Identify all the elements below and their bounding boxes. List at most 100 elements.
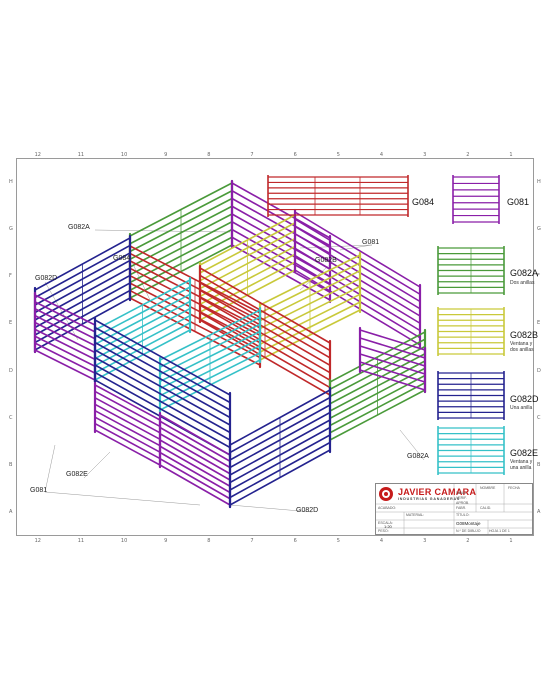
catalog-code-g082b: G082B — [510, 330, 539, 340]
pen-panel-g081-right-rail — [294, 240, 421, 317]
pen-panel-g082d-front-left-rail — [94, 334, 231, 411]
pen-panel-g081-right-rail — [294, 254, 421, 332]
tb-header-verified: VERIF. — [456, 496, 467, 500]
ruler-column-10-bottom: 10 — [120, 538, 128, 544]
ruler-row-B-left: B — [9, 462, 13, 469]
company-name: JAVIER CAMARA — [398, 487, 477, 497]
pen-panel-g081-right-rail — [294, 211, 421, 288]
leader-line — [44, 444, 56, 493]
pen-panel-g081-left-rail — [34, 301, 96, 333]
pen-panel-g081-front-right-rail — [159, 414, 231, 456]
pen-panel-g081-left-rail — [34, 321, 96, 354]
pen-panel-g081-front-right-rail — [159, 451, 231, 494]
pen-panel-g081-front-right-rail — [159, 420, 231, 463]
pen-panel-g082d-front-left-rail — [94, 341, 231, 419]
title-block-grid — [376, 484, 532, 534]
tb-header-approved: APROB. — [456, 501, 470, 505]
drawing-scale: 1:20 — [384, 524, 392, 529]
pen-panel-g081-right-front-rail — [359, 337, 426, 359]
ruler-column-5-top: 5 — [336, 152, 340, 158]
ruler-column-12-bottom: 12 — [34, 538, 41, 544]
callout-g081-top: G081 — [362, 239, 380, 246]
callout-g082e: G082E — [66, 471, 88, 478]
pen-panel-g081-front-right-rail — [159, 426, 231, 469]
ruler-row-F-left: F — [9, 273, 12, 280]
pen-panel-g081-front-rail — [94, 403, 161, 441]
pen-panel-g081-front-right-rail — [159, 439, 231, 481]
catalog-code-g082d: G082D — [510, 394, 539, 404]
ruler-column-7-top: 7 — [250, 152, 254, 158]
pen-panel-g081-back-right-rail — [231, 189, 331, 247]
catalog-panel-g082a — [437, 246, 505, 295]
leader-line — [299, 244, 373, 249]
pen-panel-g081-left-rail — [34, 294, 96, 326]
pen-panel-g081-left-rail — [34, 328, 96, 361]
pen-panel-g082d-front-left-rail — [94, 326, 231, 404]
pen-panel-g081-right — [293, 208, 422, 349]
pen-panel-g081-front-rail — [94, 384, 161, 421]
pen-panel-g082d-front-left-rail — [94, 364, 231, 441]
ruler-column-10-top: 10 — [120, 152, 128, 158]
pen-panel-g081-front-right — [158, 411, 232, 509]
ruler-column-2-bottom: 2 — [466, 538, 470, 544]
pen-panel-g084-left — [128, 242, 262, 369]
ruler-row-D-left: D — [9, 367, 13, 374]
tb-header-sheet: HOJA 1 DE 1 — [489, 529, 510, 533]
pen-panel-g081-right-front-rail — [359, 329, 426, 351]
pen-panel-g081-front — [93, 381, 162, 469]
pen-panel-g081-left-rail — [34, 335, 96, 368]
ruler-row-D-right: D — [537, 367, 541, 374]
catalog-panel-g082e — [437, 426, 505, 475]
catalog-code-g082e: G082E — [510, 448, 539, 458]
pen-panel-g081-back-right-rail — [231, 244, 331, 301]
callout-g081-bottom: G081 — [30, 487, 48, 494]
pen-panel-g081-back-right-rail — [231, 182, 331, 239]
ruler-column-9-bottom: 9 — [164, 538, 168, 544]
tb-header-drawing-number: N.º DE DIBUJO — [456, 529, 481, 533]
catalog-sub-g082d: Una anilla — [510, 405, 533, 411]
ruler-column-6-top: 6 — [293, 152, 297, 158]
catalog-code-g081: G081 — [507, 197, 530, 207]
catalog-sub-g082a: Dos anillas — [510, 280, 535, 286]
pen-panel-g081-front-right-rail — [159, 457, 231, 500]
catalog-panel-g084 — [267, 175, 409, 217]
leader-lines — [44, 229, 425, 513]
ruler-row-C-left: C — [9, 414, 13, 421]
pen-panel-g081-front-rail — [94, 416, 161, 453]
tb-header-title: TÍTULO: — [456, 513, 470, 517]
ruler-column-4-top: 4 — [379, 152, 384, 158]
pen-panel-g081-right-front-rail — [359, 361, 426, 383]
ruler-row-C-right: C — [537, 414, 541, 421]
pen-panel-g082d-front-left-rail — [94, 349, 231, 426]
tb-header-scale: ESCALA: — [378, 521, 393, 525]
tb-header-quality: CALID. — [480, 506, 492, 510]
ruler-column-3-top: 3 — [423, 152, 427, 158]
pen-panel-g081-left-rail — [34, 314, 96, 347]
ruler-column-6-bottom: 6 — [293, 538, 297, 544]
pen-panel-g081-right-rail — [294, 261, 421, 339]
pen-panel-g081-front-rail — [94, 422, 161, 460]
pen-panel-g082d-front-left-rail — [94, 356, 231, 434]
ruler-row-G-right: G — [537, 225, 541, 232]
drawing-name: G08Montaje — [456, 521, 481, 526]
catalog-panel-g084-stiles — [314, 177, 361, 215]
leader-line — [229, 504, 313, 513]
ruler-column-4-bottom: 4 — [379, 538, 384, 544]
pen-panel-g081-front-right-rail — [159, 432, 231, 475]
pen-panel-g081-back-right-rail — [231, 236, 331, 294]
pen-panel-g081-right-front-rail — [359, 353, 426, 375]
pen-panel-g081-right-rail — [294, 247, 421, 325]
pen-panel-g081-back-right — [230, 179, 332, 304]
ruler-row-E-left: E — [9, 320, 13, 327]
company-subtitle: INDUSTRIAS GANADERAS — [398, 497, 461, 501]
ruler-row-A-right: A — [537, 509, 541, 516]
callout-g082a-top: G082A — [68, 224, 90, 231]
ruler-column-9-top: 9 — [164, 152, 168, 158]
pen-panel-g082d-front-left-rail — [94, 319, 231, 396]
title-block: JAVIER CAMARA INDUSTRIAS GANADERAS NOMBR… — [375, 483, 533, 535]
pen-panel-g081-front-rail — [94, 397, 161, 434]
ruler-column-7-bottom: 7 — [250, 538, 254, 544]
ruler-column-2-top: 2 — [466, 152, 470, 158]
pen-panel-g082d-front-left-rail — [94, 371, 231, 449]
